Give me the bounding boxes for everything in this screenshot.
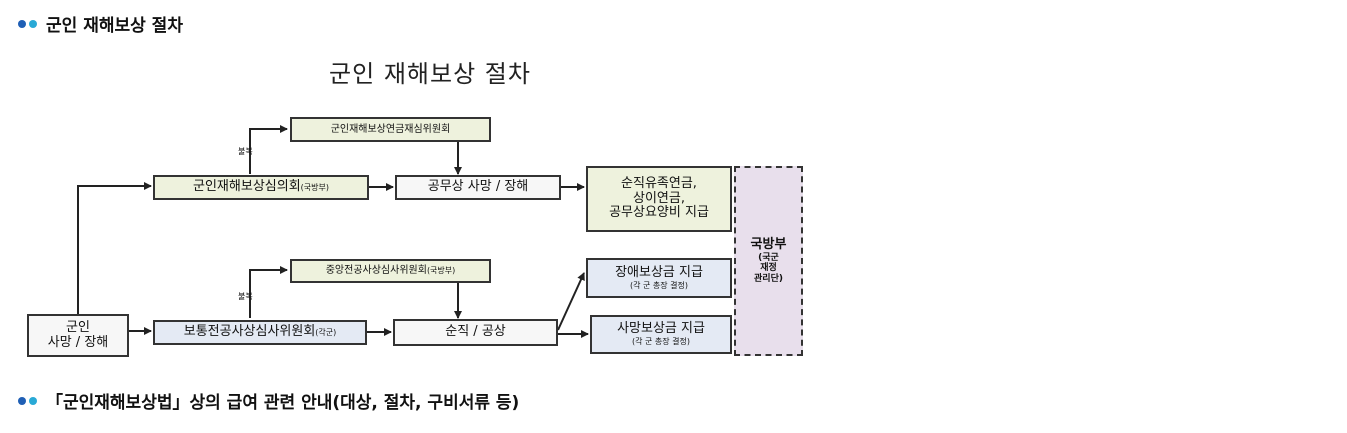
diagram-title: 군인 재해보상 절차 bbox=[329, 60, 531, 88]
node-ministry-sub3: 관리단) bbox=[754, 273, 783, 284]
node-ministry: 국방부 (국군 재정 관리단) bbox=[734, 166, 803, 356]
node-pension-line3: 공무상요양비 지급 bbox=[609, 205, 709, 221]
arrow-appeal-bottom bbox=[249, 266, 288, 318]
node-disability-comp: 장애보상금 지급 (각 군 총장 결정) bbox=[586, 258, 732, 298]
node-central-committee-sub: (국방부) bbox=[426, 266, 456, 276]
node-ministry-sub2: 재정 bbox=[760, 263, 777, 274]
node-pension-payment: 순직유족연금, 상이연금, 공무상요양비 지급 bbox=[586, 166, 732, 232]
bullet-dots-icon bbox=[18, 396, 40, 405]
node-ministry-sub1: (국군 bbox=[758, 252, 779, 263]
node-general-committee-sub: (각군) bbox=[315, 327, 337, 337]
node-death-comp: 사망보상금 지급 (각 군 총장 결정) bbox=[590, 315, 732, 354]
arrow-appeal-top bbox=[249, 125, 288, 174]
node-death-injury: 순직 / 공상 bbox=[393, 319, 558, 346]
bullet-dots-icon bbox=[18, 19, 40, 28]
benefit-guide-link[interactable]: 「군인재해보상법」상의 급여 관련 안내(대상, 절차, 구비서류 등) bbox=[46, 393, 520, 413]
section-heading-procedure: 군인 재해보상 절차 bbox=[18, 11, 183, 36]
node-death-disability: 공무상 사망 / 장해 bbox=[395, 175, 561, 200]
node-reexam-committee-label: 군인재해보상연금재심위원회 bbox=[330, 123, 451, 135]
section-heading-benefit-guide: 「군인재해보상법」상의 급여 관련 안내(대상, 절차, 구비서류 등) bbox=[18, 388, 519, 413]
node-death-comp-label: 사망보상금 지급 bbox=[617, 321, 705, 337]
node-central-committee: 중앙전공사상심사위원회(국방부) bbox=[290, 259, 491, 283]
section-heading-text: 군인 재해보상 절차 bbox=[46, 16, 183, 36]
appeal-label-top: 불복 bbox=[238, 147, 253, 156]
node-ministry-label: 국방부 bbox=[750, 237, 787, 253]
node-death-comp-sub: (각 군 총장 결정) bbox=[631, 337, 691, 347]
node-reexam-committee: 군인재해보상연금재심위원회 bbox=[290, 117, 491, 142]
node-deliberation-main-label: 군인재해보상심의회 bbox=[193, 179, 301, 195]
node-start: 군인 사망 / 장해 bbox=[27, 314, 129, 357]
node-death-injury-label: 순직 / 공상 bbox=[445, 324, 506, 340]
node-central-committee-label: 중앙전공사상심사위원회 bbox=[325, 265, 427, 277]
node-pension-line1: 순직유족연금, bbox=[621, 175, 697, 191]
node-pension-line2: 상이연금, bbox=[633, 190, 685, 206]
node-deliberation-main: 군인재해보상심의회(국방부) bbox=[153, 175, 369, 200]
node-general-committee: 보통전공사상심사위원회(각군) bbox=[153, 320, 367, 345]
node-start-line2: 사망 / 장해 bbox=[47, 334, 109, 350]
arrow-start-to-deliberation bbox=[77, 182, 152, 314]
node-deliberation-main-sub: (국방부) bbox=[300, 182, 329, 192]
node-death-disability-label: 공무상 사망 / 장해 bbox=[427, 179, 529, 195]
node-general-committee-label: 보통전공사상심사위원회 bbox=[183, 324, 316, 340]
node-disability-comp-sub: (각 군 총장 결정) bbox=[629, 280, 689, 290]
arrow-to-disability-comp bbox=[557, 272, 585, 331]
node-start-line1: 군인 bbox=[66, 319, 90, 335]
appeal-label-bottom: 불복 bbox=[238, 292, 253, 301]
node-disability-comp-label: 장애보상금 지급 bbox=[615, 264, 703, 280]
